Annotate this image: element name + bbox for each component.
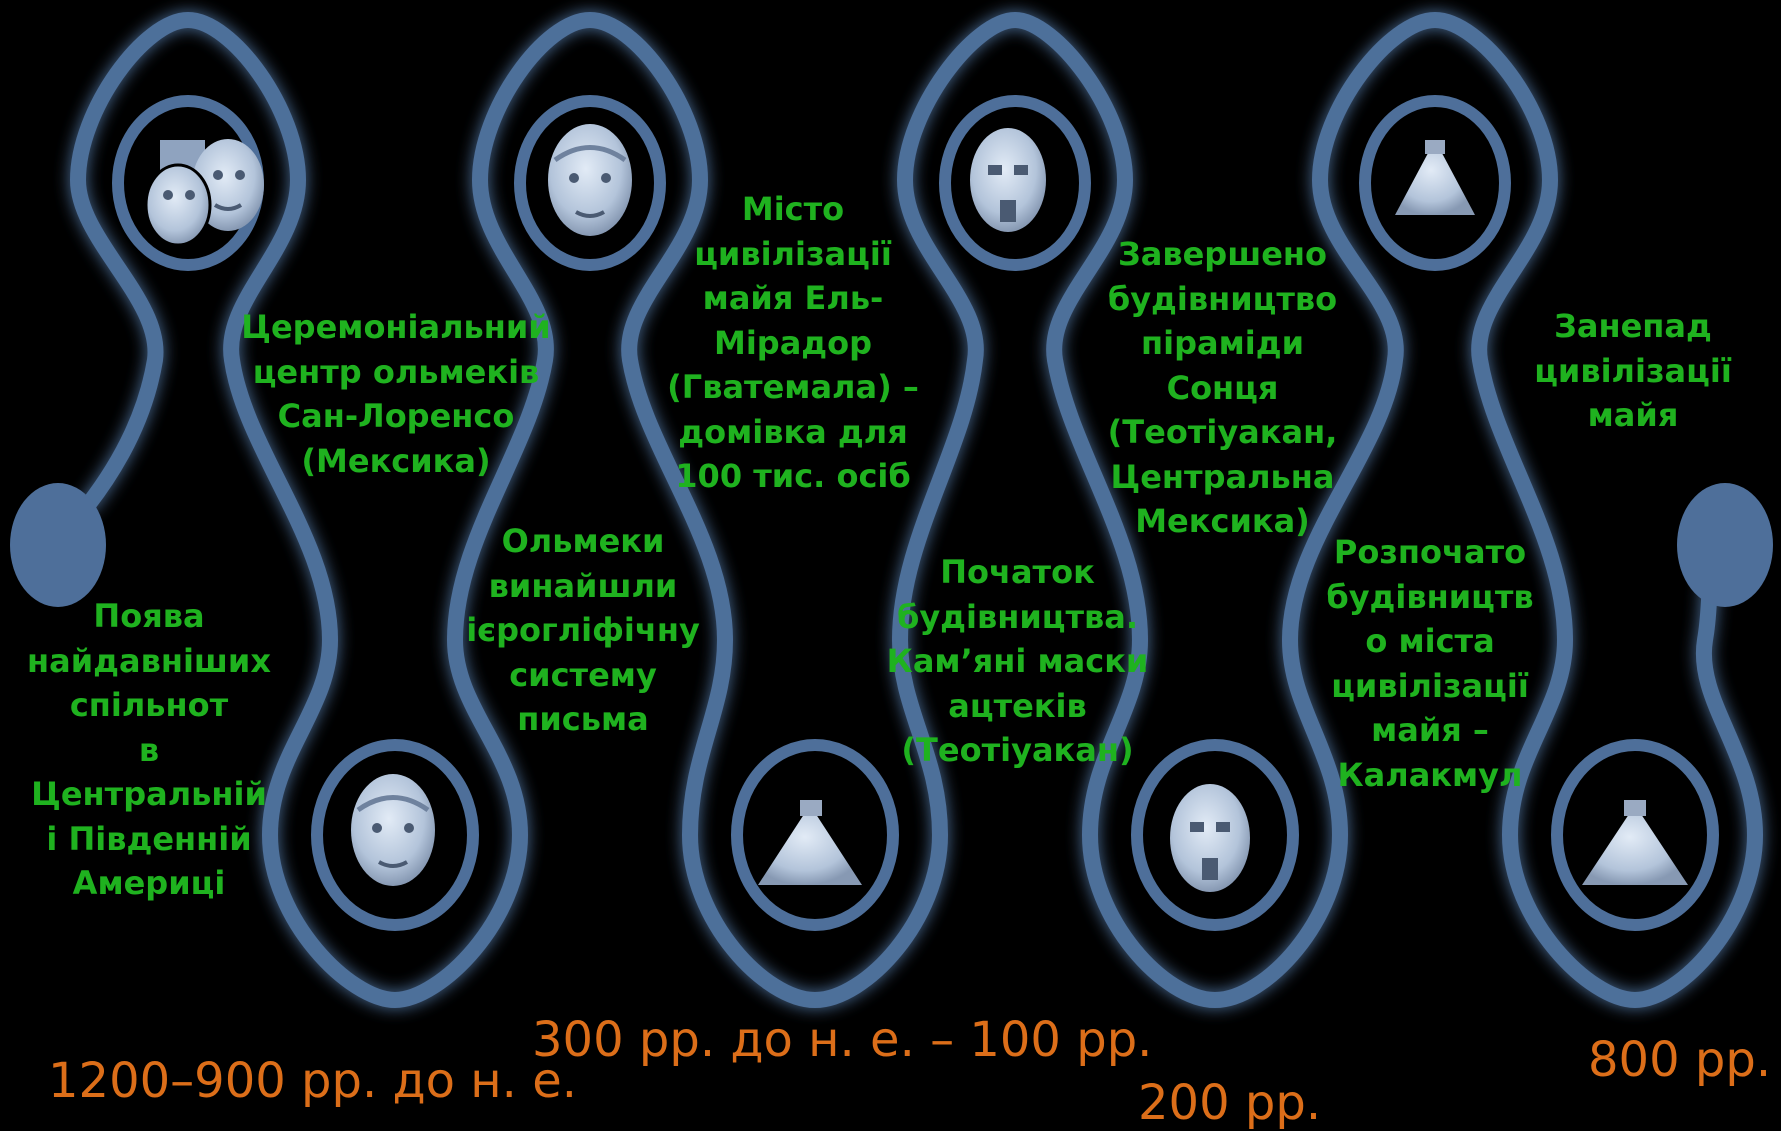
event-label: Розпочато будівництв о міста цивілізації… bbox=[1326, 533, 1534, 794]
event-label: Церемоніальний центр ольмеків Сан-Лоренс… bbox=[241, 308, 551, 480]
event-label: Занепад цивілізації майя bbox=[1534, 307, 1732, 434]
event-label: Ольмеки винайшли ієрогліфічну систему пи… bbox=[466, 522, 700, 738]
event-label: Місто цивілізації майя Ель- Мірадор (Гва… bbox=[667, 190, 919, 495]
timeline-path bbox=[69, 11, 1764, 1009]
aztec-mask-icon bbox=[1170, 784, 1250, 892]
pyramid-icon bbox=[1582, 800, 1688, 885]
date-label: 800 рр. bbox=[1588, 1032, 1772, 1088]
event-label: Поява найдавніших спільнот в Центральній… bbox=[27, 597, 271, 902]
event-label: Початок будівництва. Кам’яні маски ацтек… bbox=[886, 553, 1149, 769]
aztec-mask-icon bbox=[970, 128, 1046, 232]
path-start-knob bbox=[10, 483, 106, 607]
pyramid-icon bbox=[758, 800, 862, 885]
date-label: 200 рр. bbox=[1138, 1075, 1322, 1131]
olmec-head-icon bbox=[548, 124, 632, 236]
date-label: 1200–900 рр. до н. е. bbox=[48, 1053, 577, 1109]
path-end-knob bbox=[1677, 483, 1773, 607]
pyramid-icon bbox=[1395, 140, 1475, 215]
event-label: Завершено будівництво піраміди Сонця (Те… bbox=[1107, 235, 1338, 540]
olmec-head-icon bbox=[351, 774, 435, 886]
olmec-heads-icon bbox=[144, 139, 264, 247]
date-label: 300 рр. до н. е. – 100 рр. bbox=[532, 1012, 1153, 1068]
